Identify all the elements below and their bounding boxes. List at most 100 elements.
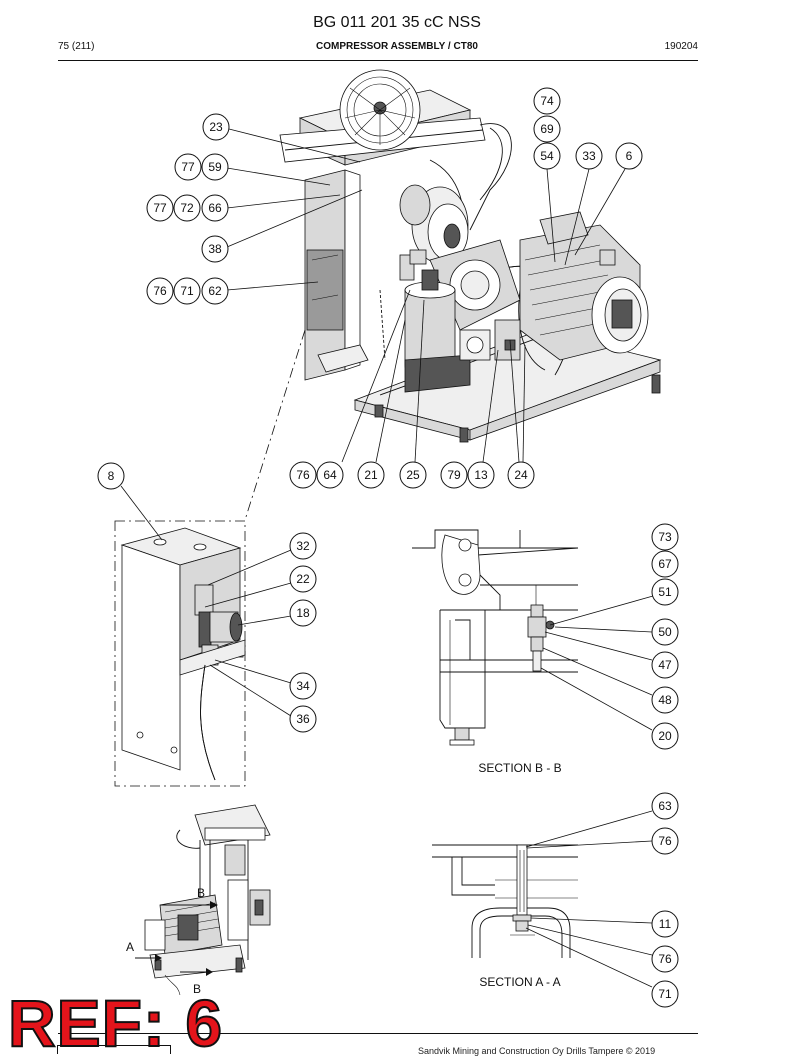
- svg-text:67: 67: [658, 557, 672, 571]
- callouts-section-aa: 63 76 11 76 71: [651, 792, 679, 1008]
- svg-text:71: 71: [658, 987, 672, 1001]
- svg-text:48: 48: [658, 693, 672, 707]
- header-rule: [58, 60, 698, 61]
- callout-36: 36: [289, 705, 317, 733]
- page-number: 75 (211): [58, 41, 95, 52]
- svg-text:34: 34: [296, 679, 310, 693]
- svg-text:76: 76: [153, 284, 167, 298]
- callouts-bracket-detail: 8 32 22 18 34 36: [97, 462, 317, 733]
- callout-47: 47: [651, 651, 679, 679]
- svg-text:64: 64: [323, 468, 337, 482]
- svg-text:36: 36: [296, 712, 310, 726]
- date-code: 190204: [664, 41, 698, 52]
- callout-32: 32: [289, 532, 317, 560]
- callout-76: 76: [651, 827, 679, 855]
- callout-73: 73: [651, 523, 679, 551]
- callout-22: 22: [289, 565, 317, 593]
- svg-text:59: 59: [208, 160, 222, 174]
- callout-leader-lines: [120, 128, 654, 988]
- view-marker-b-top: B: [197, 886, 205, 900]
- svg-text:47: 47: [658, 658, 672, 672]
- callout-59: 59: [201, 153, 229, 181]
- callout-72: 72: [173, 194, 201, 222]
- svg-text:73: 73: [658, 530, 672, 544]
- view-marker-a: A: [126, 940, 134, 954]
- callout-33: 33: [575, 142, 603, 170]
- callout-66: 66: [201, 194, 229, 222]
- svg-text:50: 50: [658, 625, 672, 639]
- svg-text:74: 74: [540, 94, 554, 108]
- callout-54: 54: [533, 142, 561, 170]
- callout-23: 23: [202, 113, 230, 141]
- svg-text:22: 22: [296, 572, 310, 586]
- svg-text:38: 38: [208, 242, 222, 256]
- svg-text:21: 21: [364, 468, 378, 482]
- svg-text:76: 76: [658, 952, 672, 966]
- callout-24: 24: [507, 461, 535, 489]
- bracket-detail-view: [114, 520, 246, 787]
- svg-text:54: 54: [540, 149, 554, 163]
- svg-text:23: 23: [209, 120, 223, 134]
- section-aa-view: [432, 844, 578, 958]
- reference-stamp: REF: 6: [7, 985, 224, 1061]
- svg-text:6: 6: [626, 149, 633, 163]
- svg-text:69: 69: [540, 122, 554, 136]
- svg-text:71: 71: [180, 284, 194, 298]
- callout-77: 77: [174, 153, 202, 181]
- callout-76: 76: [651, 945, 679, 973]
- callouts-main-assembly: 74 69 54 33 6 23 77 59 77 72 66 38 76 71…: [146, 87, 643, 489]
- callout-25: 25: [399, 461, 427, 489]
- callout-74: 74: [533, 87, 561, 115]
- svg-text:62: 62: [208, 284, 222, 298]
- svg-text:11: 11: [659, 917, 672, 931]
- svg-text:76: 76: [296, 468, 310, 482]
- callout-8: 8: [97, 462, 125, 490]
- svg-text:32: 32: [296, 539, 310, 553]
- callout-64: 64: [316, 461, 344, 489]
- compressor-assembly-illustration: [279, 69, 662, 443]
- detail-leader-line: [244, 329, 306, 521]
- callout-71: 71: [173, 277, 201, 305]
- callout-79: 79: [440, 461, 468, 489]
- callout-71: 71: [651, 980, 679, 1008]
- callout-62: 62: [201, 277, 229, 305]
- callout-18: 18: [289, 599, 317, 627]
- callout-76: 76: [289, 461, 317, 489]
- callout-6: 6: [615, 142, 643, 170]
- callout-38: 38: [201, 235, 229, 263]
- callout-67: 67: [651, 550, 679, 578]
- svg-text:8: 8: [108, 469, 115, 483]
- svg-text:77: 77: [181, 160, 195, 174]
- footer-rule: [58, 1033, 698, 1034]
- section-aa-caption: SECTION A - A: [479, 975, 560, 989]
- svg-text:13: 13: [474, 468, 488, 482]
- callout-11: 11: [651, 910, 679, 938]
- callout-48: 48: [651, 686, 679, 714]
- svg-text:25: 25: [406, 468, 420, 482]
- svg-text:72: 72: [180, 201, 194, 215]
- callout-51: 51: [651, 578, 679, 606]
- copyright-text: Sandvik Mining and Construction Oy Drill…: [418, 1046, 656, 1056]
- svg-text:20: 20: [658, 729, 672, 743]
- svg-text:33: 33: [582, 149, 596, 163]
- svg-text:77: 77: [153, 201, 167, 215]
- section-bb-caption: SECTION B - B: [478, 761, 561, 775]
- callout-50: 50: [651, 618, 679, 646]
- callout-21: 21: [357, 461, 385, 489]
- brand-logo: [57, 1045, 171, 1054]
- callout-77: 77: [146, 194, 174, 222]
- svg-text:63: 63: [658, 799, 672, 813]
- callout-63: 63: [651, 792, 679, 820]
- callout-69: 69: [533, 115, 561, 143]
- overview-side-view: [135, 804, 271, 996]
- assembly-subtitle: COMPRESSOR ASSEMBLY / CT80: [316, 41, 478, 52]
- section-bb-view: [412, 529, 579, 746]
- view-marker-b-bottom: B: [193, 982, 201, 996]
- svg-text:76: 76: [658, 834, 672, 848]
- document-title: BG 011 201 35 cC NSS: [313, 14, 481, 31]
- svg-text:66: 66: [208, 201, 222, 215]
- callout-20: 20: [651, 722, 679, 750]
- svg-text:24: 24: [514, 468, 528, 482]
- callout-13: 13: [467, 461, 495, 489]
